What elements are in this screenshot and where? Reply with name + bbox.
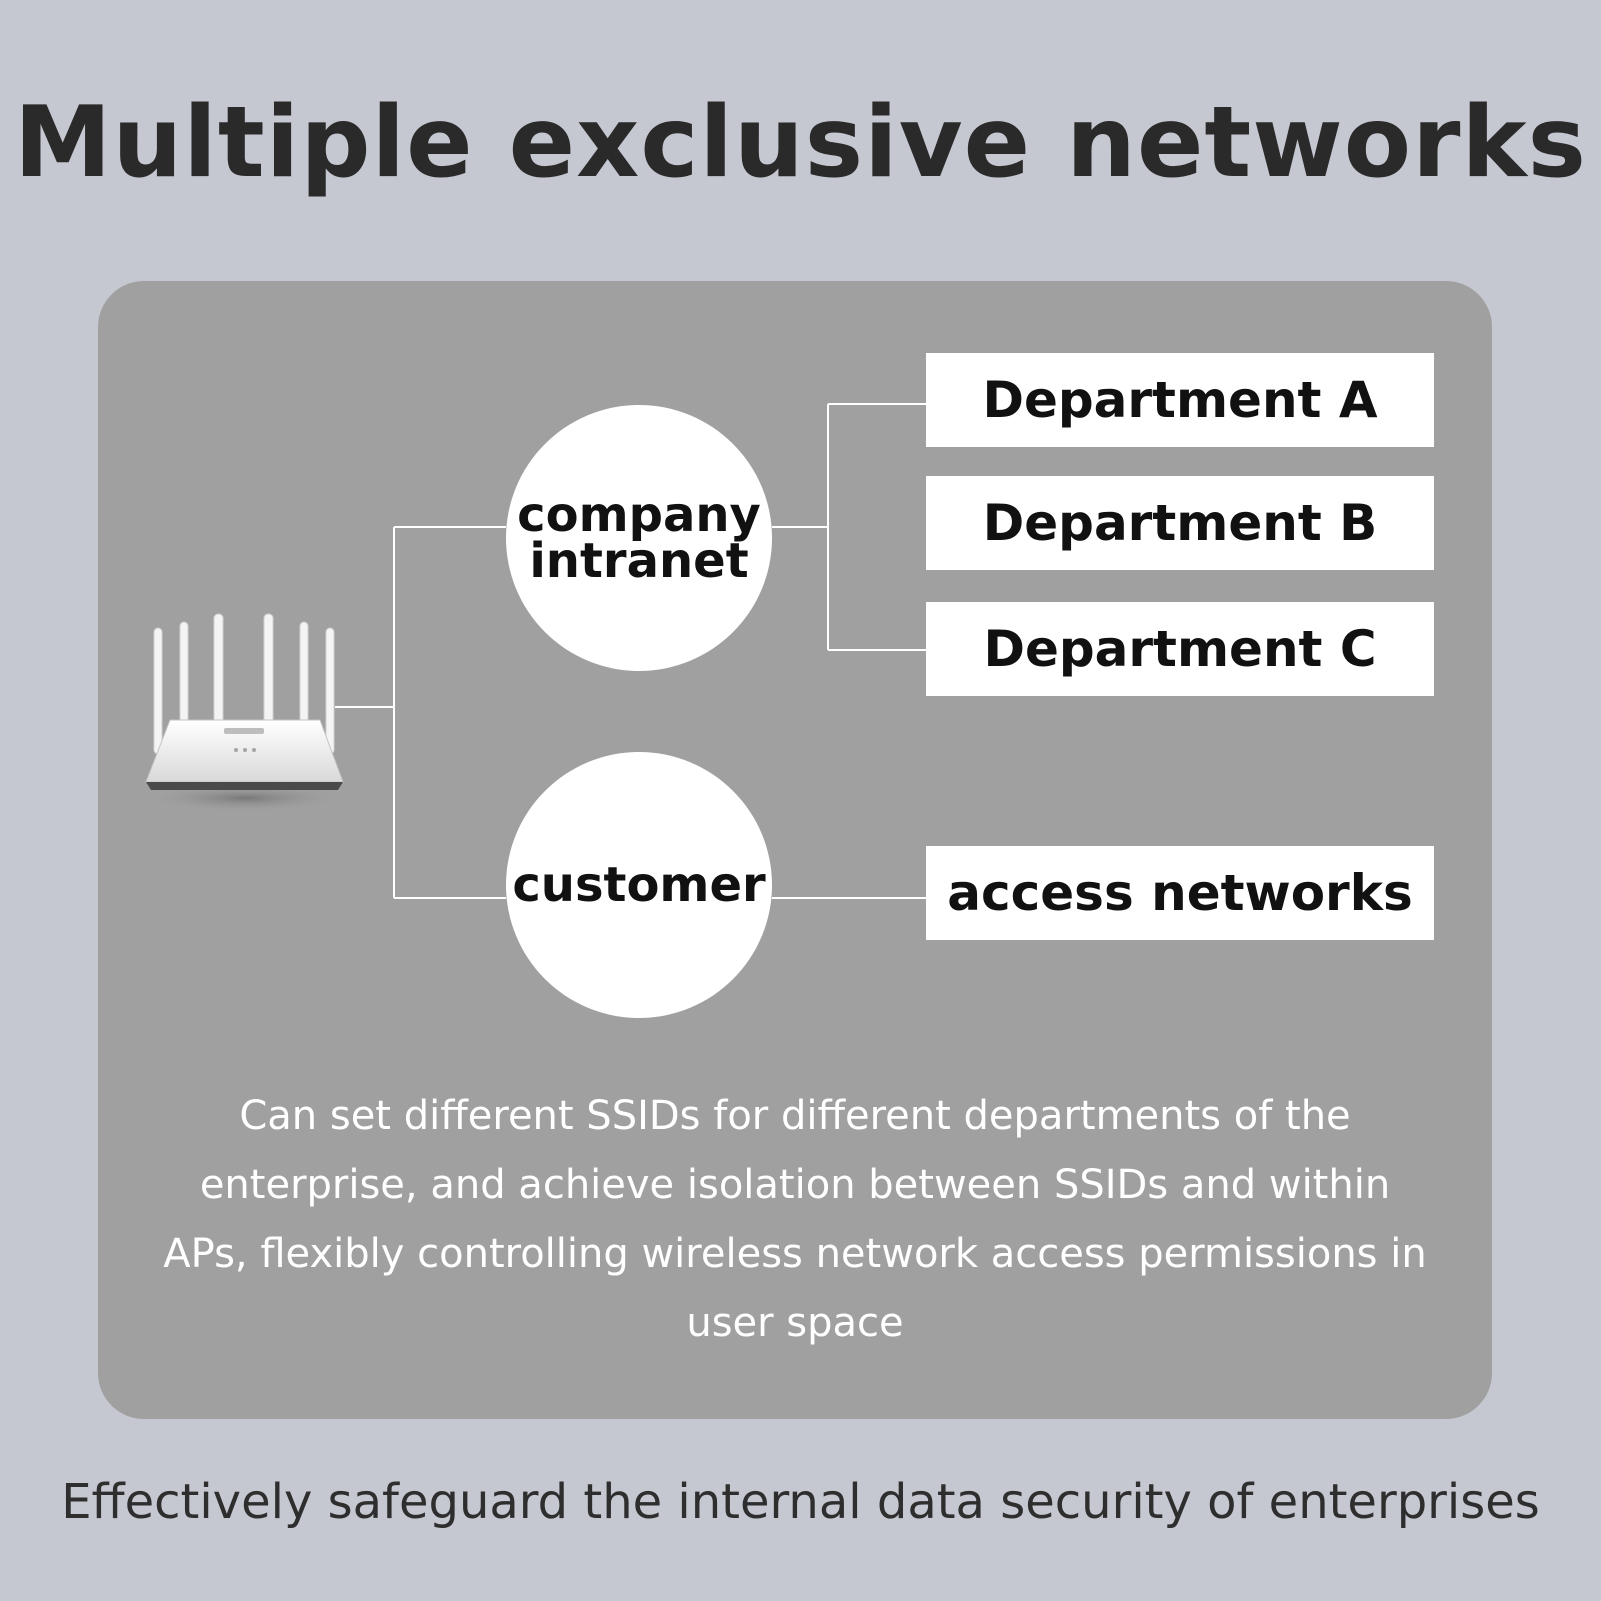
footer-text: Effectively safeguard the internal data … bbox=[61, 1474, 1540, 1530]
node-company-intranet: company intranet bbox=[506, 405, 772, 671]
box-department-a: Department A bbox=[926, 353, 1434, 447]
node-customer-label: customer bbox=[512, 857, 766, 913]
description-text: Can set different SSIDs for different de… bbox=[163, 1093, 1427, 1346]
box-department-b: Department B bbox=[926, 476, 1434, 570]
box-access-networks: access networks bbox=[926, 846, 1434, 940]
wifi-router-icon bbox=[145, 613, 345, 812]
box-department-c: Department C bbox=[926, 602, 1434, 696]
node-company-intranet-label: company intranet bbox=[517, 487, 761, 589]
node-customer: customer bbox=[506, 752, 772, 1018]
page-title: Multiple exclusive networks bbox=[14, 86, 1587, 200]
